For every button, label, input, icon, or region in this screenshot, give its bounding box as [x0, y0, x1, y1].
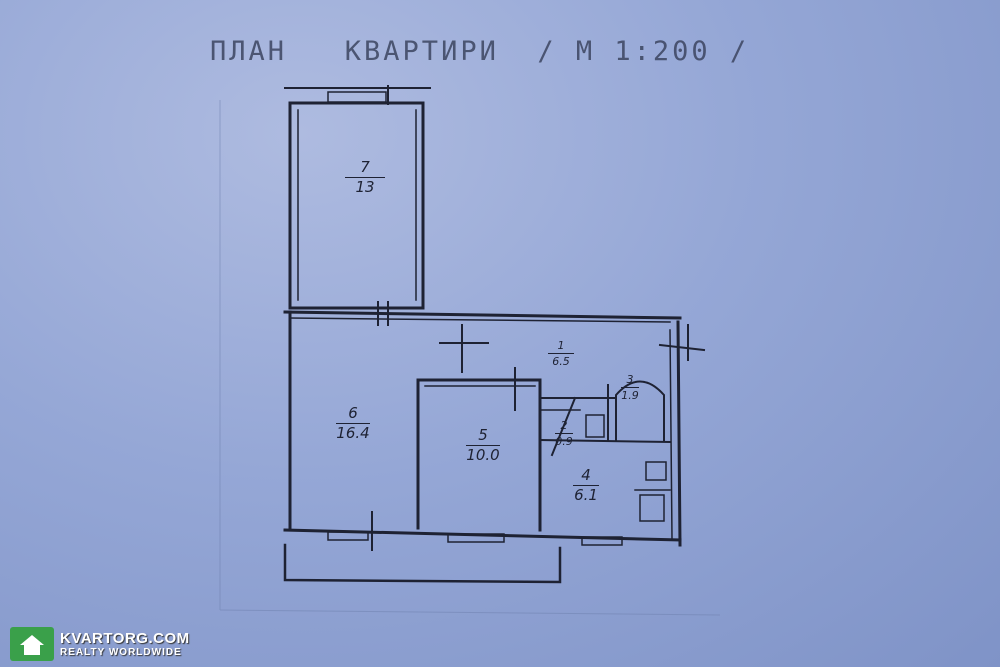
outer-wall-right: [676, 320, 682, 547]
room-number: 4: [581, 466, 591, 484]
room-number: 3: [626, 373, 634, 386]
toilet-icon: [585, 414, 605, 438]
room-5-label: 5 10.0: [458, 428, 508, 463]
room-area: 6.5: [552, 355, 570, 368]
room-number: 2: [560, 419, 568, 432]
room-number: 5: [478, 426, 488, 444]
bathtub-icon: [615, 380, 665, 441]
room-2-label: 2 0.9: [550, 420, 578, 447]
room-area: 13: [355, 178, 375, 196]
sink-icon: [639, 494, 665, 522]
stove-icon: [645, 461, 667, 481]
window-room-6: [327, 531, 369, 541]
watermark: KVARTORG.COM REALTY WORLDWIDE: [10, 626, 190, 662]
room-number: 1: [557, 339, 565, 352]
room-area: 1.9: [621, 389, 639, 402]
balcony: [283, 543, 562, 584]
watermark-tagline: REALTY WORLDWIDE: [60, 647, 182, 658]
room-7-label: 7 13: [340, 160, 390, 195]
room-area: 10.0: [466, 446, 500, 464]
room-number: 6: [348, 404, 358, 422]
room-area: 16.4: [336, 424, 370, 442]
outer-wall-top: [283, 310, 682, 320]
room-number: 7: [360, 158, 370, 176]
room-area: 0.9: [555, 435, 573, 448]
plan-title: ПЛАН КВАРТИРИ / М 1:200 /: [210, 36, 750, 67]
room-3-label: 3 1.9: [616, 374, 644, 401]
watermark-brand: KVARTORG.COM: [60, 630, 190, 647]
window-room-5: [447, 533, 505, 543]
room-1-label: 1 6.5: [543, 340, 579, 367]
house-icon: [10, 627, 54, 661]
room-6-label: 6 16.4: [328, 406, 378, 441]
window-room-4: [581, 536, 623, 546]
room-7-walls: [288, 101, 425, 310]
room-4-label: 4 6.1: [568, 468, 604, 503]
room-area: 6.1: [574, 486, 598, 504]
